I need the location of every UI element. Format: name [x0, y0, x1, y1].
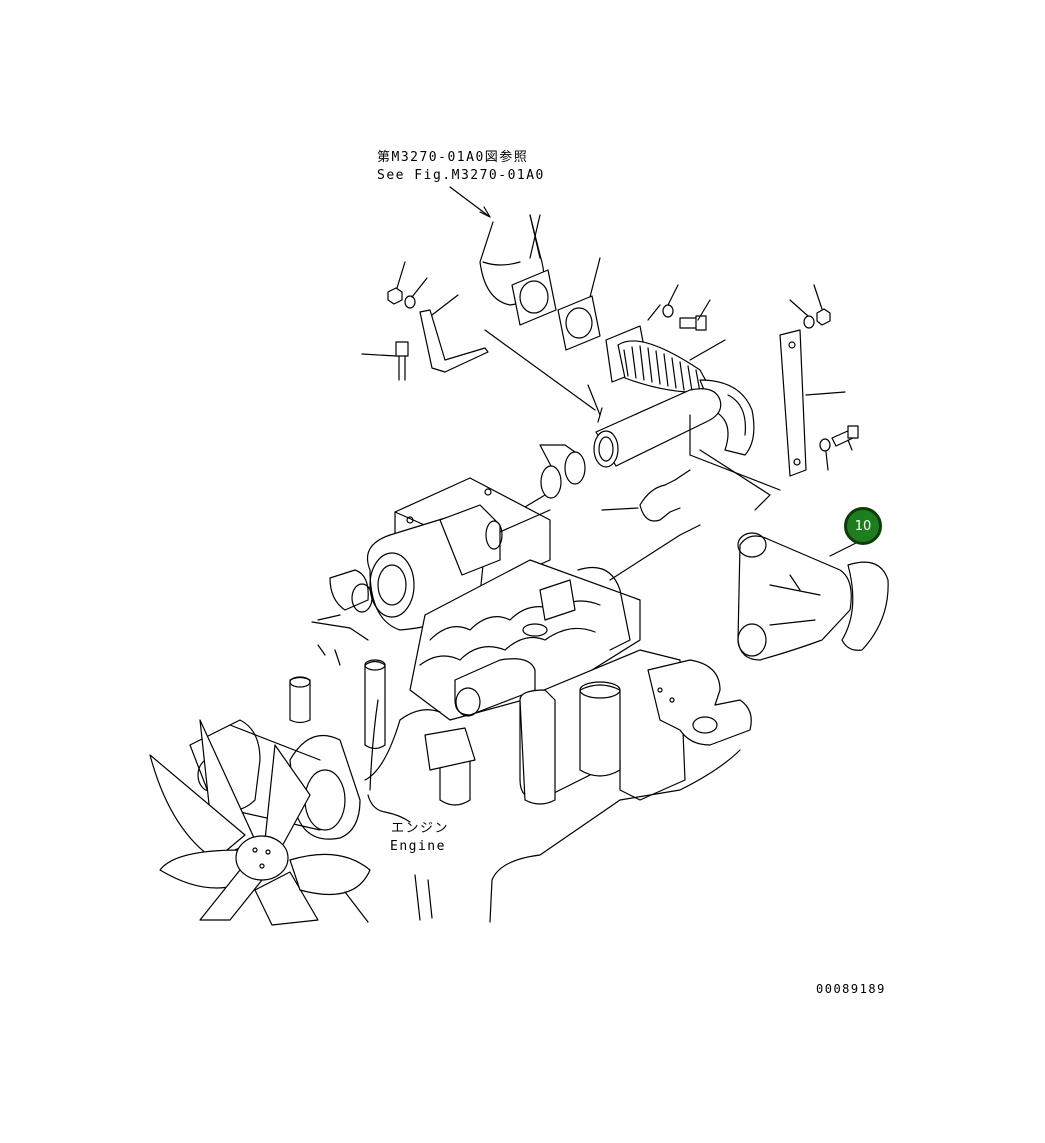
- nut-upper-right: [789, 284, 831, 329]
- bellows-hose: [605, 325, 726, 394]
- engine-block: [519, 649, 752, 805]
- bolt-left: [361, 341, 409, 381]
- engine-label-en: Engine: [390, 839, 446, 854]
- part-callout-10[interactable]: 10: [844, 507, 882, 545]
- reference-note-en: See Fig.M3270-01A0: [377, 168, 545, 183]
- reference-leader: [449, 186, 491, 218]
- gasket: [557, 257, 601, 351]
- intake-pipe: [587, 384, 722, 468]
- nut-upper-left: [387, 261, 428, 309]
- elbow-flange: [511, 269, 557, 326]
- cooling-fan: [149, 719, 371, 926]
- engine-label-jp: エンジン: [391, 821, 450, 836]
- engine-outline-lower: [344, 749, 741, 923]
- exhaust-pipe-part-10: [737, 532, 889, 661]
- reference-note-jp: 第M3270-01A0図参照: [377, 150, 529, 165]
- leader-lines: [311, 214, 541, 666]
- bolt-right: [819, 425, 859, 471]
- o-rings: [539, 444, 586, 499]
- oil-filter: [424, 727, 476, 806]
- wiring-harness: [364, 699, 441, 823]
- hose-clamp: [601, 469, 691, 522]
- stay-bracket: [779, 329, 846, 477]
- bracket-left: [419, 294, 489, 373]
- drawing-number: 00089189: [816, 982, 886, 996]
- bolt-mid: [662, 284, 711, 331]
